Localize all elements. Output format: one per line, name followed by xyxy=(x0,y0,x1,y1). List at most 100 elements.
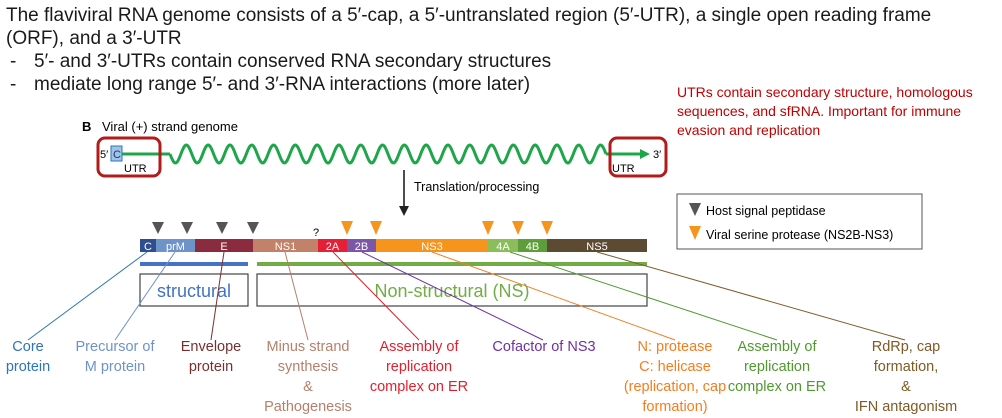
polyprotein: C prM E NS1 2A 2B NS3 4A 4B NS5 xyxy=(140,239,647,253)
protein-segment xyxy=(488,239,518,252)
connector-envelope xyxy=(210,251,225,341)
function-line: formation, xyxy=(873,359,939,375)
utr-left-box xyxy=(96,136,162,178)
protein-ns5: NS5 xyxy=(547,239,647,253)
protein-label: C xyxy=(144,241,152,253)
function-envelope: Envelope protein xyxy=(172,337,250,377)
function-line: Cofactor of NS3 xyxy=(492,339,596,355)
function-line: Core xyxy=(12,339,44,355)
viral-protease-marker xyxy=(541,221,553,235)
panel-letter: B xyxy=(82,119,91,134)
protein-ns1: NS1 xyxy=(253,239,318,253)
function-line: Envelope xyxy=(180,339,242,355)
protein-segment xyxy=(318,239,347,252)
function-line: synthesis xyxy=(277,359,339,375)
connector-core xyxy=(27,251,148,341)
utr-left-label: UTR xyxy=(124,163,147,175)
intro-line-2: (ORF), and a 3′-UTR xyxy=(6,28,182,49)
function-line: Minus strand xyxy=(266,339,350,355)
function-line: C: helicase xyxy=(639,359,711,375)
protein-ns2b: 2B xyxy=(347,239,376,253)
function-line: M protein xyxy=(84,359,146,375)
function-line: Precursor of xyxy=(75,339,155,355)
protein-e: E xyxy=(195,239,253,253)
function-ns2b: Cofactor of NS3 xyxy=(484,337,604,357)
function-ns2a: Assembly of replication complex on ER xyxy=(364,337,474,397)
protein-label: 4B xyxy=(526,241,539,253)
protein-segment xyxy=(195,239,253,252)
connector-ns2b xyxy=(361,251,544,341)
function-line: complex on ER xyxy=(369,379,469,395)
function-line: Assembly of xyxy=(737,339,817,355)
protein-prm: prM xyxy=(156,239,195,253)
protein-label: 2A xyxy=(326,241,340,253)
protein-label: 4A xyxy=(496,241,510,253)
protein-label: E xyxy=(220,241,227,253)
legend-viral-marker xyxy=(689,226,701,240)
connector-ns1 xyxy=(284,251,309,341)
bullet-dash: - xyxy=(10,74,17,95)
utr-right-label: UTR xyxy=(612,163,635,175)
intro-line-1: The flaviviral RNA genome consists of a … xyxy=(6,5,932,26)
function-line: IFN antagonism xyxy=(854,399,958,415)
function-ns1: Minus strand synthesis & Pathogenesis xyxy=(256,337,360,417)
function-ns4: Assembly of replication complex on ER xyxy=(722,337,832,397)
utr-right-box xyxy=(608,136,668,178)
function-ns3: N: protease C: helicase (replication, ca… xyxy=(612,337,738,417)
nonstructural-box xyxy=(256,273,648,307)
protein-c: C xyxy=(140,239,156,253)
viral-protease-marker xyxy=(341,221,353,235)
structural-box xyxy=(139,273,249,307)
function-line: protein xyxy=(188,359,234,375)
connector-prm xyxy=(114,251,176,341)
function-line: N: protease xyxy=(637,339,713,355)
protein-segment xyxy=(547,239,647,252)
legend-host-label: Host signal peptidase xyxy=(706,204,826,218)
host-peptidase-marker xyxy=(216,222,228,234)
rna-wavy-orf xyxy=(168,143,608,165)
bullet-text: mediate long range 5′- and 3′-RNA intera… xyxy=(34,74,531,95)
protein-segment xyxy=(518,239,547,252)
cap-box xyxy=(110,145,123,162)
intro-bullet-2: -mediate long range 5′- and 3′-RNA inter… xyxy=(6,73,996,96)
protein-ns2a: 2A xyxy=(318,239,347,253)
structural-label: structural xyxy=(157,281,231,301)
panel-title: Viral (+) strand genome xyxy=(102,119,238,134)
protein-segment xyxy=(376,239,488,252)
function-ns5: RdRp, cap formation, & IFN antagonism xyxy=(848,337,964,417)
protein-label: NS3 xyxy=(421,241,442,253)
protein-segment xyxy=(347,239,376,252)
protein-label: NS1 xyxy=(275,241,296,253)
protein-segment xyxy=(156,239,195,252)
legend-host-marker xyxy=(689,203,701,216)
function-line: & xyxy=(303,379,313,395)
protein-label: 2B xyxy=(355,241,368,253)
function-line: Pathogenesis xyxy=(264,399,352,415)
protein-segment xyxy=(140,239,156,252)
protein-ns3: NS3 xyxy=(376,239,488,253)
five-prime-label: 5′ xyxy=(100,149,108,161)
connector-ns3 xyxy=(431,251,676,341)
nonstructural-label: Non-structural (NS) xyxy=(374,281,529,301)
protein-label: NS5 xyxy=(586,241,607,253)
intro-text: The flaviviral RNA genome consists of a … xyxy=(6,4,996,96)
bullet-text: 5′- and 3′-UTRs contain conserved RNA se… xyxy=(34,51,552,72)
function-prm: Precursor of M protein xyxy=(66,337,164,377)
translation-label: Translation/processing xyxy=(414,180,539,194)
protein-label: prM xyxy=(166,241,185,253)
host-peptidase-marker xyxy=(247,222,259,234)
viral-protease-marker xyxy=(512,221,524,235)
function-core: Core protein xyxy=(0,337,56,377)
function-line: protein xyxy=(5,359,51,375)
host-peptidase-marker xyxy=(181,222,193,234)
unknown-cleavage-mark: ? xyxy=(313,227,319,239)
three-prime-label: 3′ xyxy=(653,149,661,161)
protein-ns4b: 4B xyxy=(518,239,547,253)
function-line: complex on ER xyxy=(727,379,827,395)
connector-ns5 xyxy=(596,251,906,341)
function-line: formation) xyxy=(642,399,708,415)
function-line: replication xyxy=(743,359,811,375)
protein-ns4a: 4A xyxy=(488,239,518,253)
translation-arrow-head xyxy=(399,206,409,216)
